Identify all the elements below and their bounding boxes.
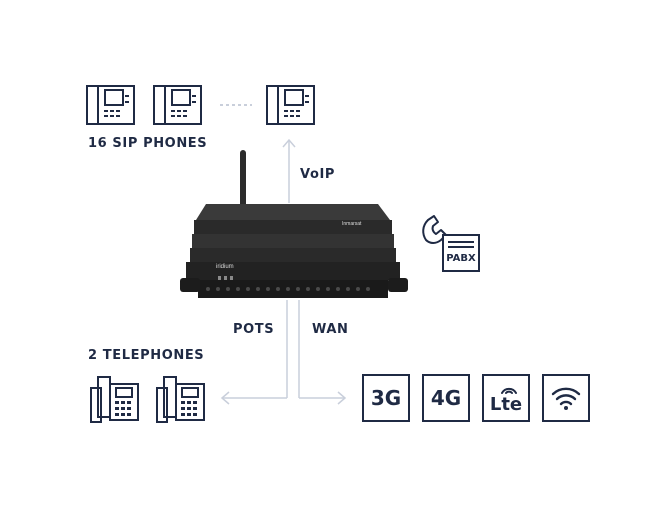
tile-lte-label: Lte: [489, 394, 523, 415]
sip-phone-2: [153, 85, 203, 132]
sip-phone-icon: [266, 85, 315, 125]
wan-label: WAN: [312, 322, 349, 337]
wifi-icon: [551, 387, 581, 410]
telephone-2: [156, 376, 208, 429]
tile-3g: 3G: [362, 374, 410, 422]
desk-telephone-icon: [90, 376, 139, 423]
pots-label: POTS: [233, 322, 275, 337]
pabx-box: PABX: [442, 234, 480, 272]
sip-phone-icon: [153, 85, 202, 125]
router-device: Inmarsat iridium: [178, 148, 410, 313]
device-front-logo: iridium: [216, 264, 234, 270]
sip-phone-icon: [86, 85, 135, 125]
device-brand-text: Inmarsat: [342, 221, 362, 227]
sip-phone-16: [266, 85, 316, 132]
tile-wifi: [542, 374, 590, 422]
telephones-label: 2 TELEPHONES: [88, 348, 205, 363]
tile-4g-label: 4G: [430, 386, 462, 410]
telephone-1: [90, 376, 142, 429]
tile-4g: 4G: [422, 374, 470, 422]
sip-phone-1: [86, 85, 136, 132]
voip-label: VoIP: [300, 167, 336, 182]
sip-phones-label: 16 SIP PHONES: [88, 136, 208, 151]
desk-telephone-icon: [156, 376, 205, 423]
pabx-label: PABX: [446, 253, 476, 264]
tile-lte: Lte: [482, 374, 530, 422]
tile-3g-label: 3G: [370, 386, 402, 410]
phone-handset-icon: [422, 215, 447, 244]
signal-waves-icon: [501, 387, 517, 394]
